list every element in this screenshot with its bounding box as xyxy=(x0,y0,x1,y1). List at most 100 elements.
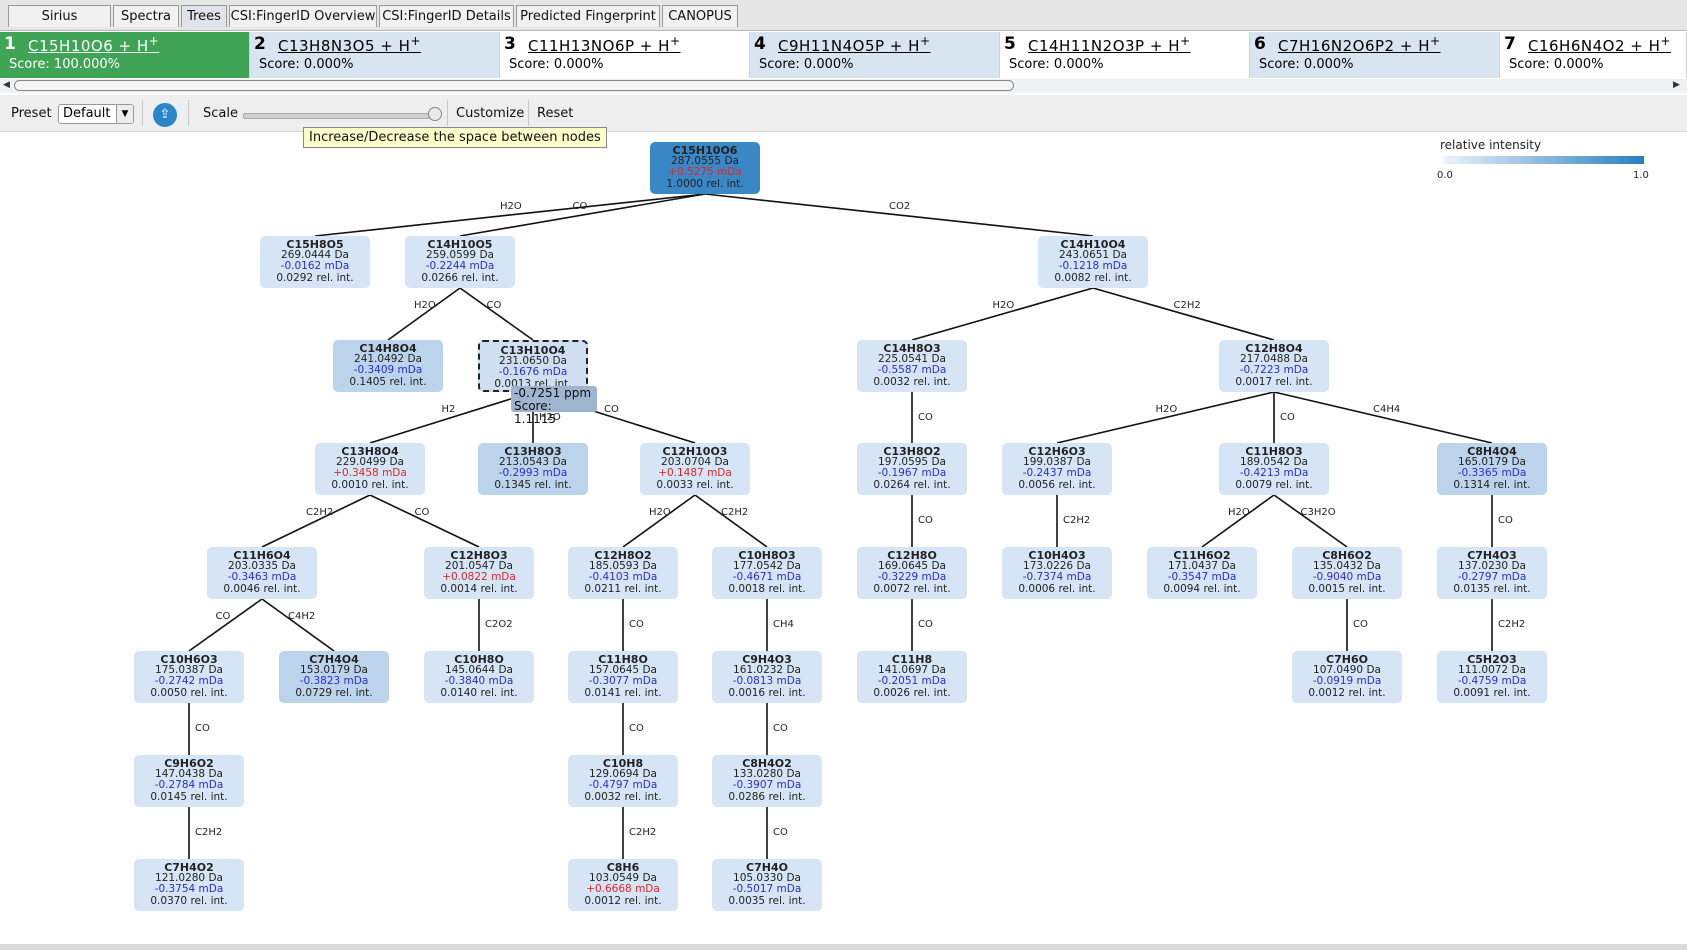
node-intensity: 0.0082 rel. int. xyxy=(1054,271,1132,284)
reset-button[interactable]: Reset xyxy=(537,106,574,121)
tree-edge xyxy=(622,494,696,548)
preset-select[interactable]: Default ▼ xyxy=(58,104,134,124)
node-mass: 165.0179 Da xyxy=(1458,456,1526,469)
tab-sirius-overview[interactable]: Sirius Overview xyxy=(8,5,111,46)
tree-edge xyxy=(261,494,371,548)
edge-label: CO xyxy=(629,723,644,734)
node-mass: 259.0599 Da xyxy=(426,249,494,262)
tree-edges xyxy=(188,193,1493,859)
node-mass-error: -0.3907 mDa xyxy=(732,779,802,792)
node-intensity: 0.0016 rel. int. xyxy=(728,686,806,699)
node-intensity: 0.0094 rel. int. xyxy=(1163,582,1241,595)
tab-predicted-fingerprint[interactable]: Predicted Fingerprint xyxy=(516,5,660,27)
candidate-formula: C14H11N2O3P + H+ xyxy=(1028,34,1191,55)
node-mass: 173.0226 Da xyxy=(1023,560,1091,573)
node-mass-error: +0.0822 mDa xyxy=(442,571,516,584)
edge-label: C4H2 xyxy=(288,611,316,622)
candidate-6[interactable]: 6 C7H16N2O6P2 + H+ Score: 0.000% xyxy=(1250,32,1500,78)
node-mass-error: -0.2797 mDa xyxy=(1457,571,1527,584)
candidate-2[interactable]: 2 C13H8N3O5 + H+ Score: 0.000% xyxy=(250,32,500,78)
node-mass-error: -0.3840 mDa xyxy=(444,675,514,688)
tab-canopus[interactable]: CANOPUS xyxy=(662,5,738,27)
node-mass: 153.0179 Da xyxy=(300,664,368,677)
scale-slider-handle[interactable] xyxy=(428,107,442,121)
node-mass: 269.0444 Da xyxy=(281,249,349,262)
node-intensity: 0.0026 rel. int. xyxy=(873,686,951,699)
main-tab-bar: Sirius Overview Spectra Trees CSI:Finger… xyxy=(0,0,1687,46)
candidate-formula: C13H8N3O5 + H+ xyxy=(278,34,421,55)
tab-csifingerid-details[interactable]: CSI:FingerID Details xyxy=(379,5,514,27)
tab-trees[interactable]: Trees xyxy=(181,5,227,27)
scroll-left-icon[interactable]: ◀ xyxy=(3,80,10,90)
node-intensity: 0.0017 rel. int. xyxy=(1235,375,1313,388)
node-formula: C13H8O3 xyxy=(504,445,562,458)
scroll-right-icon[interactable]: ▶ xyxy=(1673,80,1680,90)
node-mass: 229.0499 Da xyxy=(336,456,404,469)
node-formula: C8H4O2 xyxy=(742,757,792,770)
scale-slider[interactable] xyxy=(243,113,435,119)
node-mass-error: -0.3409 mDa xyxy=(353,364,423,377)
candidate-5[interactable]: 5 C14H11N2O3P + H+ Score: 0.000% xyxy=(1000,32,1250,78)
node-mass: 201.0547 Da xyxy=(445,560,513,573)
preset-label: Preset xyxy=(11,106,52,121)
edge-label: CO xyxy=(414,507,430,518)
edge-label: H2O xyxy=(539,411,561,423)
candidate-7[interactable]: 7 C16H6N4O2 + H+ Score: 0.000% xyxy=(1500,32,1687,78)
customize-button[interactable]: Customize xyxy=(456,106,525,121)
node-mass: 157.0645 Da xyxy=(589,664,657,677)
node-intensity: 0.0091 rel. int. xyxy=(1453,686,1531,699)
node-formula: C14H10O5 xyxy=(427,238,493,251)
node-mass: 203.0335 Da xyxy=(228,560,296,573)
node-mass-error: -0.0919 mDa xyxy=(1312,675,1382,688)
export-icon[interactable]: ⇪ xyxy=(153,103,177,127)
tab-spectra[interactable]: Spectra xyxy=(113,5,179,27)
scrollbar-thumb[interactable] xyxy=(14,80,1014,91)
candidate-1[interactable]: 1 C15H10O6 + H+ Score: 100.000% xyxy=(0,32,250,78)
node-formula: C7H6O xyxy=(1326,653,1368,666)
tab-csifingerid-overview[interactable]: CSI:FingerID Overview xyxy=(229,5,377,27)
candidate-3[interactable]: 3 C11H13NO6P + H+ Score: 0.000% xyxy=(500,32,750,78)
node-mass-error: -0.3229 mDa xyxy=(877,571,947,584)
node-mass: 189.0542 Da xyxy=(1240,456,1308,469)
edge-label: CO xyxy=(918,515,933,526)
candidate-4[interactable]: 4 C9H11N4O5P + H+ Score: 0.000% xyxy=(750,32,1000,78)
